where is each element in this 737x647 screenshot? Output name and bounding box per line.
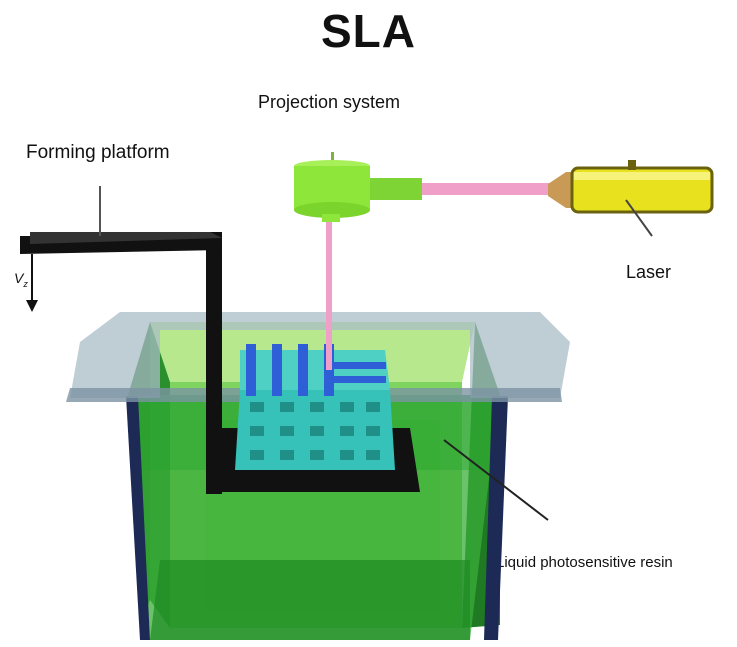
part-grid	[250, 402, 380, 460]
projection-system	[294, 152, 422, 222]
label-laser: Laser	[626, 262, 672, 282]
diagram-title: SLA	[321, 5, 416, 57]
laser-device	[548, 160, 714, 214]
beam-vertical	[326, 218, 332, 378]
velocity-symbol: V	[14, 270, 24, 286]
velocity-subscript: z	[23, 278, 28, 289]
beam-spot	[325, 370, 333, 378]
tank-bottom	[150, 560, 470, 640]
label-velocity: Vz	[14, 270, 28, 289]
tank-right-edge	[484, 396, 508, 640]
leader-laser	[625, 199, 653, 237]
label-forming-platform: Forming platform	[26, 142, 170, 163]
leader-resin	[443, 439, 549, 521]
printed-part	[235, 344, 395, 470]
platform-vertical-arm	[206, 232, 222, 494]
part-top	[240, 350, 390, 390]
label-liquid-resin: Liquid photosensitive resin	[496, 554, 673, 571]
platform-arm-top	[30, 232, 222, 244]
beam-horizontal	[420, 183, 552, 195]
tank-left-edge	[126, 396, 150, 640]
label-projection-system: Projection system	[258, 92, 401, 112]
velocity-arrow	[26, 254, 38, 312]
